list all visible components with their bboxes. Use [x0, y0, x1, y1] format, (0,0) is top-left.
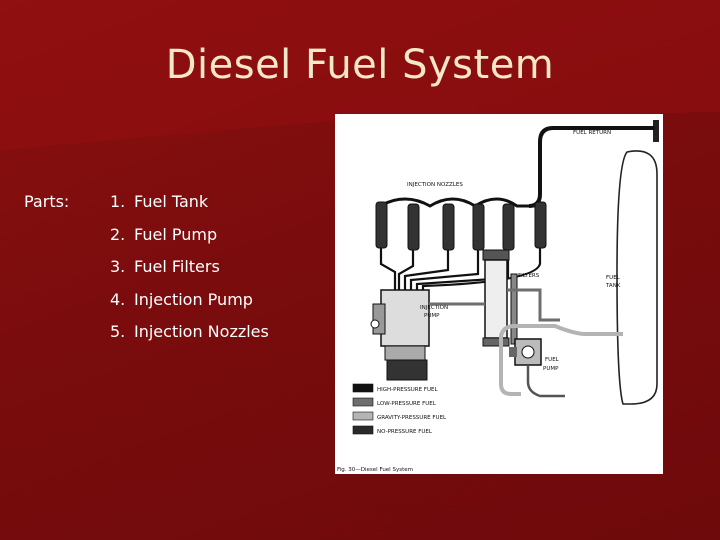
fuel-pump-line: [526, 365, 565, 398]
list-item: 3. Fuel Filters: [110, 257, 269, 290]
parts-list: 1. Fuel Tank 2. Fuel Pump 3. Fuel Filters 4…: [110, 192, 269, 355]
list-item-number: 5.: [110, 322, 126, 341]
injection-pump-label-1: INJECTION: [420, 305, 448, 311]
figure-caption: Fig. 30—Diesel Fuel System: [337, 467, 413, 473]
fuel-tank-label-1: FUEL: [606, 275, 621, 281]
list-item: 2. Fuel Pump: [110, 225, 269, 258]
fuel-filters: [482, 249, 518, 347]
list-item-text: Injection Nozzles: [134, 322, 269, 341]
low-pressure-lines: [429, 288, 560, 322]
injection-pump-label-2: PUMP: [424, 313, 440, 319]
list-item-text: Fuel Filters: [134, 257, 220, 276]
fuel-pump-label-1: FUEL: [545, 357, 560, 363]
legend-swatch-high-pressure: [352, 383, 374, 393]
list-item: 5. Injection Nozzles: [110, 322, 269, 355]
list-item-number: 4.: [110, 289, 126, 309]
legend-swatch-no-pressure: [352, 425, 374, 435]
fuel-tank: [616, 120, 659, 405]
diagram-svg: FUEL RETURN INJECTION NOZZLES FILTERS FU…: [337, 120, 659, 473]
slide-title: Diesel Fuel System: [165, 42, 555, 88]
list-item-text: Injection Pump: [134, 289, 253, 309]
list-item: 4. Injection Pump: [110, 290, 269, 323]
legend-label-low-pressure: LOW-PRESSURE FUEL: [377, 401, 437, 407]
legend-label-no-pressure: NO-PRESSURE FUEL: [377, 429, 433, 435]
legend-label-gravity-pressure: GRAVITY-PRESSURE FUEL: [377, 415, 447, 421]
filters-label: FILTERS: [518, 273, 540, 279]
list-item-number: 3.: [110, 257, 126, 276]
fuel-pump: [509, 338, 542, 366]
legend-swatch-gravity-pressure: [352, 411, 374, 421]
return-gallery: [379, 197, 540, 208]
fuel-pump-label-2: PUMP: [543, 366, 559, 372]
list-item-number: 2.: [110, 224, 126, 244]
fuel-system-diagram: FUEL RETURN INJECTION NOZZLES FILTERS FU…: [335, 114, 663, 474]
fuel-return-label: FUEL RETURN: [573, 130, 611, 136]
parts-label: Parts:: [24, 192, 70, 211]
legend-swatch-low-pressure: [352, 397, 374, 407]
list-item-number: 1.: [110, 192, 126, 211]
fuel-tank-label-2: TANK: [605, 283, 621, 289]
background-band: [0, 0, 720, 150]
list-item: 1. Fuel Tank: [110, 192, 269, 225]
legend-label-high-pressure: HIGH-PRESSURE FUEL: [377, 387, 438, 393]
injection-nozzles: [375, 201, 547, 251]
injection-nozzles-label: INJECTION NOZZLES: [407, 182, 463, 188]
list-item-text: Fuel Pump: [134, 224, 218, 244]
injection-pump: [370, 289, 430, 381]
list-item-text: Fuel Tank: [134, 192, 209, 211]
gravity-pressure-line: [499, 324, 623, 396]
diagram-legend: HIGH-PRESSURE FUEL LOW-PRESSURE FUEL GRA…: [352, 383, 447, 435]
fuel-return-line: [528, 126, 655, 208]
high-pressure-lines: [379, 248, 542, 292]
